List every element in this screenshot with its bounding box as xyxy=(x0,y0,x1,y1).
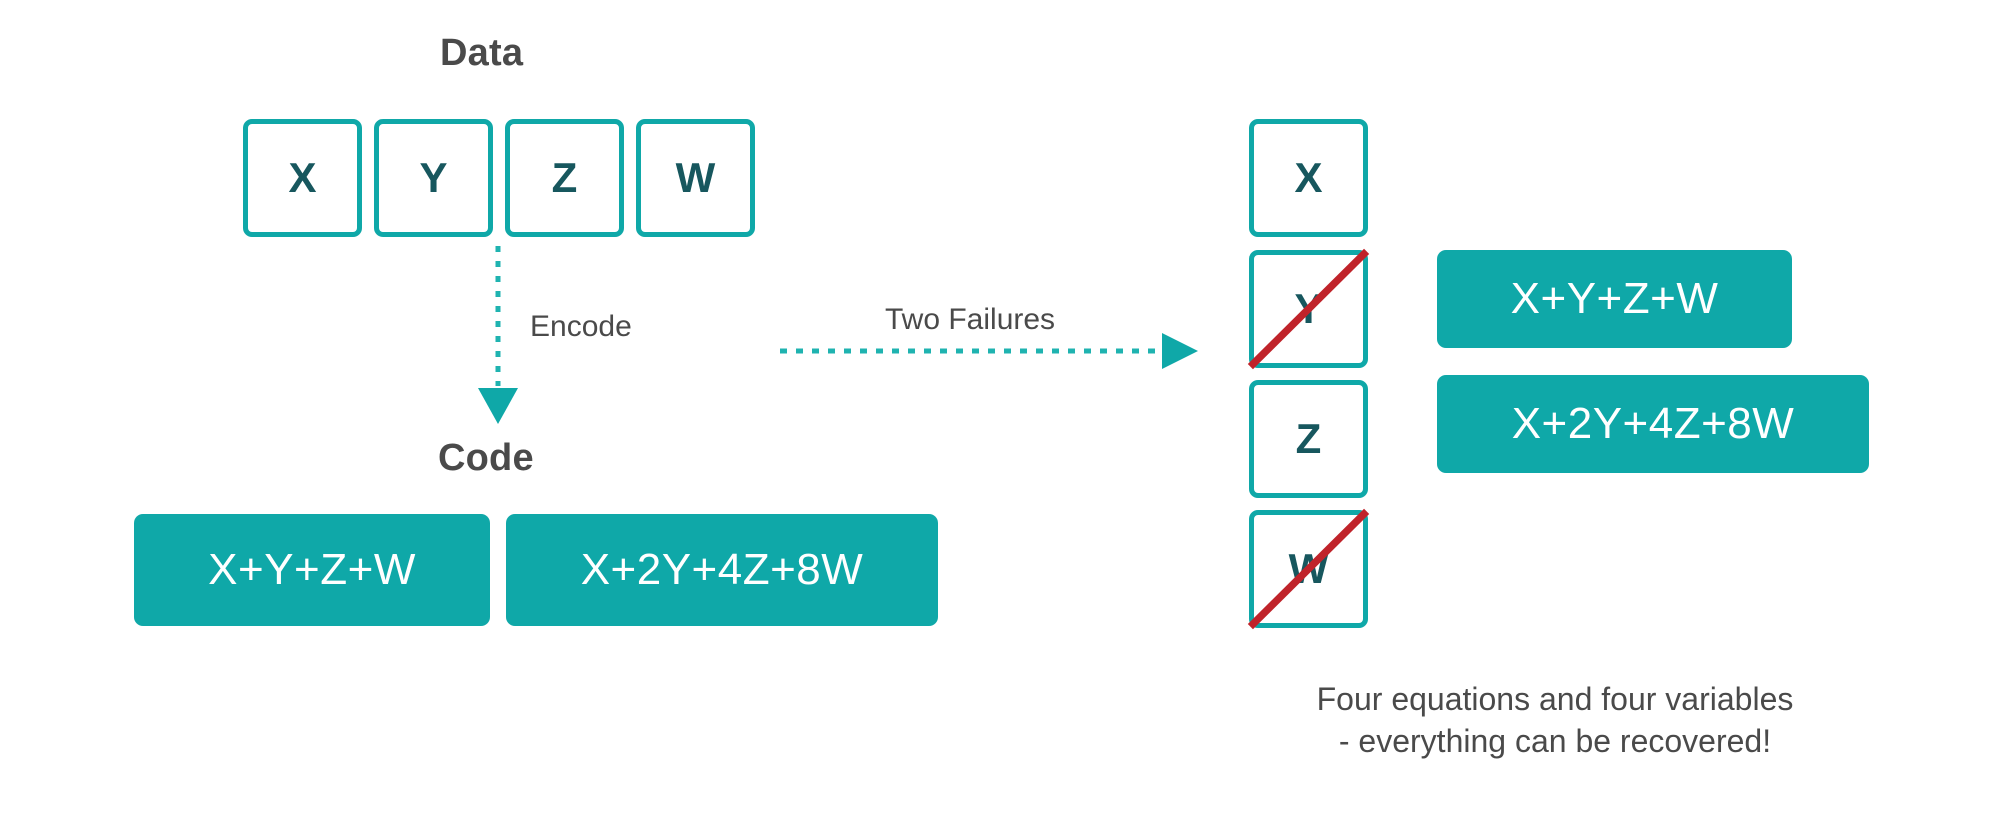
code-block-2: X+2Y+4Z+8W xyxy=(506,514,938,626)
recovered-cell-w: W xyxy=(1247,508,1370,630)
code-block-2-label: X+2Y+4Z+8W xyxy=(580,545,864,594)
recovered-cell-z-label: Z xyxy=(1295,415,1322,462)
data-cell-x: X xyxy=(243,119,362,237)
caption-line-1: Four equations and four variables xyxy=(1316,681,1794,717)
recovered-code-block-1: X+Y+Z+W xyxy=(1437,250,1792,348)
encode-label: Encode xyxy=(530,310,632,343)
recovered-cell-x: X xyxy=(1249,119,1368,237)
data-cell-z-label: Z xyxy=(551,154,578,201)
data-heading: Data xyxy=(440,32,524,74)
data-cell-w: W xyxy=(636,119,755,237)
code-heading: Code xyxy=(438,437,534,479)
data-cell-w-label: W xyxy=(675,154,716,201)
recovered-cell-y-label: Y xyxy=(1294,285,1323,332)
two-failures-label: Two Failures xyxy=(885,303,1056,336)
recovered-cell-w-label: W xyxy=(1288,545,1329,592)
recovered-cell-x-label: X xyxy=(1294,154,1323,201)
two-failures-arrow-icon xyxy=(780,333,1198,369)
recovered-code-block-2-label: X+2Y+4Z+8W xyxy=(1511,399,1795,448)
data-cell-y-label: Y xyxy=(419,154,448,201)
recovered-cell-y: Y xyxy=(1247,248,1370,370)
recovered-code-block-1-label: X+Y+Z+W xyxy=(1510,274,1719,323)
data-cell-y: Y xyxy=(374,119,493,237)
data-cell-z: Z xyxy=(505,119,624,237)
code-block-1-label: X+Y+Z+W xyxy=(208,545,416,594)
recovered-code-block-2: X+2Y+4Z+8W xyxy=(1437,375,1869,473)
recovered-cell-z: Z xyxy=(1249,380,1368,498)
encode-arrow-icon xyxy=(478,246,518,424)
caption: Four equations and four variables - ever… xyxy=(1200,678,1910,762)
caption-line-2: - everything can be recovered! xyxy=(1338,723,1772,759)
data-cell-x-label: X xyxy=(288,154,317,201)
code-block-1: X+Y+Z+W xyxy=(134,514,490,626)
